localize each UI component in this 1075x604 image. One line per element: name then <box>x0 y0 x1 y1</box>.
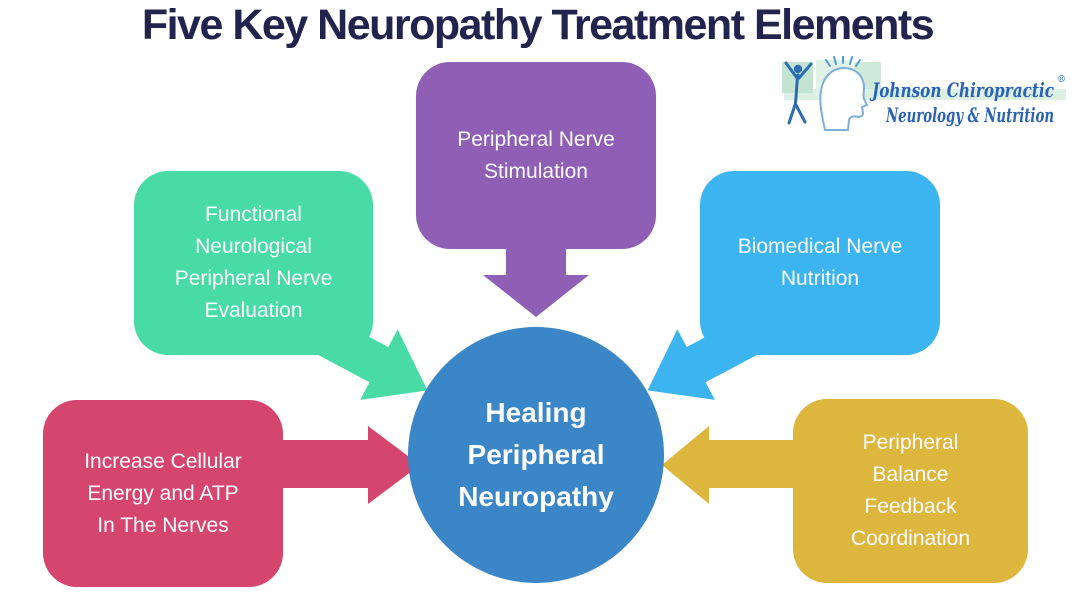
box-label-line: Balance <box>872 463 949 486</box>
box-peripheral-balance-feedback: Peripheral Balance Feedback Coordination <box>793 399 1028 583</box>
page-title: Five Key Neuropathy Treatment Elements <box>141 1 935 49</box>
logo-registered-mark: ® <box>1057 75 1066 85</box>
box-label-line: Peripheral Nerve <box>457 127 615 151</box>
box-label-line: Nutrition <box>780 267 860 290</box>
center-label-line: Peripheral <box>467 439 605 470</box>
box-label-line: Coordination <box>850 527 971 550</box>
logo-figure-icon <box>784 61 813 125</box>
box-label-line: Neurological <box>195 235 312 258</box>
box-biomedical-nerve-nutrition: Biomedical Nerve Nutrition <box>700 171 940 355</box>
center-healing-circle: Healing Peripheral Neuropathy <box>408 327 664 583</box>
box-label-line: In The Nerves <box>97 513 229 537</box>
logo-green-strip <box>784 89 1066 100</box>
arrow-down-from-stimulation <box>483 247 589 317</box>
box-label-line: Functional <box>205 203 302 226</box>
center-label-line: Neuropathy <box>458 481 614 512</box>
logo-rays-icon <box>825 56 861 67</box>
box-label-line: Peripheral Nerve <box>174 267 333 290</box>
box-label-line: Stimulation <box>484 159 588 183</box>
logo-name-text: Johnson Chiropractic <box>869 78 1054 102</box>
box-peripheral-nerve-stimulation: Peripheral Nerve Stimulation <box>416 62 656 249</box>
box-label-line: Increase Cellular <box>84 449 242 473</box>
arrow-right-from-energy <box>280 426 420 504</box>
box-label-line: Biomedical Nerve <box>737 235 903 258</box>
box-increase-cellular-energy: Increase Cellular Energy and ATP In The … <box>43 400 283 587</box>
center-label-line: Healing <box>485 397 587 428</box>
logo-head-profile-icon <box>819 66 869 131</box>
logo-tagline-text: Neurology & Nutrition <box>885 103 1054 127</box>
box-label-line: Energy and ATP <box>87 481 239 505</box>
box-label-line: Feedback <box>864 495 957 518</box>
box-label-line: Evaluation <box>204 299 303 322</box>
johnson-chiropractic-logo: Johnson Chiropractic ® Neurology & Nutri… <box>782 56 1066 131</box>
box-label-line: Peripheral <box>862 431 959 454</box>
arrow-left-from-balance <box>662 426 797 504</box>
box-functional-neurological-evaluation: Functional Neurological Peripheral Nerve… <box>134 171 373 355</box>
